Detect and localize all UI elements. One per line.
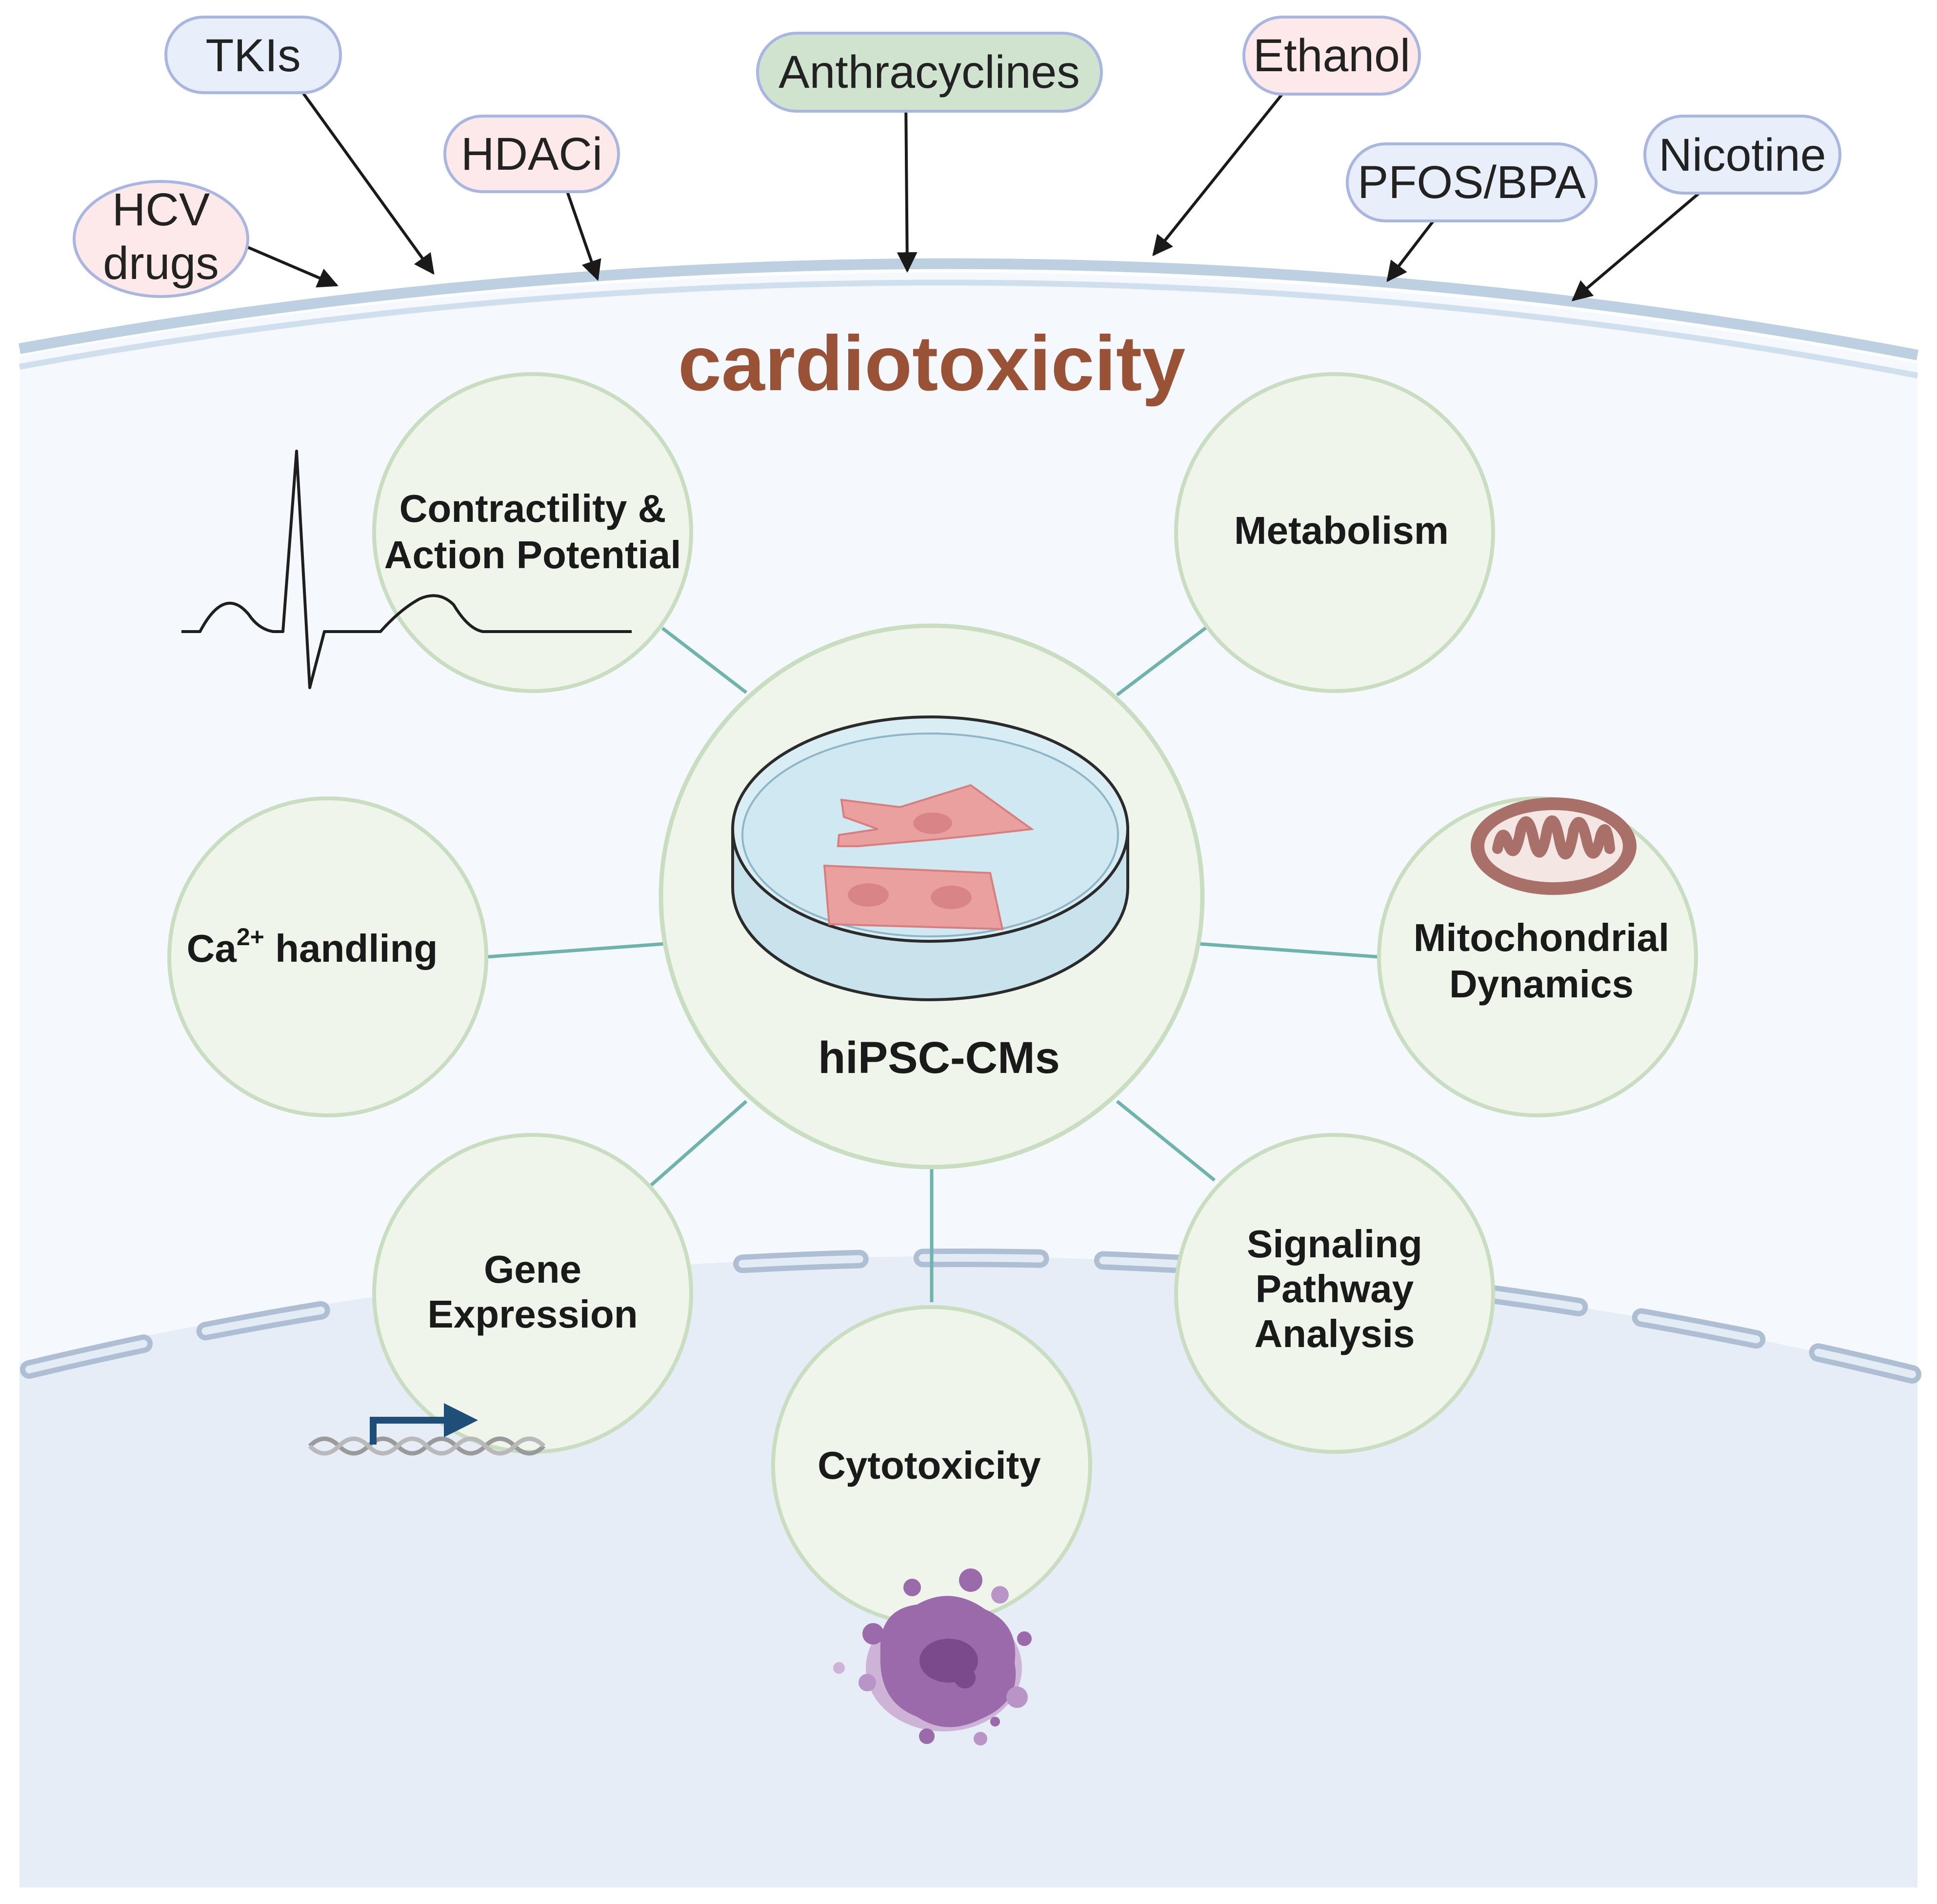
- agent-ethanol-label: Ethanol: [1253, 30, 1410, 81]
- agent-ethanol-pill: [1242, 16, 1421, 96]
- agent-hcv-bubble: [73, 180, 249, 298]
- connector-gene-expression: [650, 1100, 748, 1187]
- diagram-title: cardiotoxicity: [678, 319, 1185, 407]
- node-contractility-line1: Contractility &: [399, 487, 666, 530]
- arrow-hcv: [233, 240, 339, 288]
- hub-label: hiPSC-CMs: [818, 1033, 1060, 1083]
- arrow-anthracyclines: [897, 97, 918, 273]
- agent-anthracyclines-pill: [756, 32, 1103, 113]
- agent-tkis-label: TKIs: [205, 30, 300, 81]
- connector-calcium: [486, 942, 666, 959]
- agent-hcv: HCV drugs: [73, 180, 249, 298]
- calcium-charge-superscript: 2+: [237, 923, 264, 951]
- agent-anthracyclines-label: Anthracyclines: [779, 46, 1080, 98]
- ecg-trace-icon: [181, 450, 632, 689]
- petri-dish-cardiomyocytes-icon: [731, 715, 1129, 1001]
- node-calcium-circle: [167, 796, 488, 1117]
- node-gene-expression-line1: Gene: [484, 1248, 581, 1291]
- agent-pfos-bpa: PFOS/BPA: [1346, 142, 1598, 222]
- cell-membrane-inner: [19, 279, 1918, 378]
- node-contractility: Contractility & Action Potential: [181, 372, 693, 693]
- hub-hipsc-cms: hiPSC-CMs: [659, 623, 1205, 1170]
- node-signaling-line2: Pathway: [1256, 1267, 1414, 1310]
- connector-mitochondrial: [1197, 942, 1379, 959]
- node-signaling-line1: Signaling: [1247, 1222, 1422, 1266]
- agent-tkis-pill: [164, 16, 342, 94]
- node-gene-expression: Gene Expression: [308, 1133, 693, 1456]
- mitochondrion-icon: [1471, 797, 1637, 895]
- arrow-tkis: [294, 81, 435, 275]
- node-metabolism-circle: [1174, 372, 1495, 693]
- node-cytotoxicity-label: Cytotoxicity: [818, 1444, 1041, 1487]
- node-gene-expression-line2: Expression: [427, 1292, 638, 1336]
- agent-nicotine-label: Nicotine: [1658, 129, 1826, 181]
- agent-pfos-bpa-label: PFOS/BPA: [1358, 157, 1586, 208]
- node-contractility-line2: Action Potential: [384, 533, 681, 576]
- connector-signaling: [1116, 1100, 1216, 1182]
- agent-hcv-label-line1: HCV: [112, 184, 210, 236]
- node-cytotoxicity: Cytotoxicity: [771, 1305, 1092, 1745]
- agent-arrows: [233, 81, 1718, 301]
- node-metabolism-label: Metabolism: [1234, 509, 1449, 552]
- node-signaling-line3: Analysis: [1254, 1312, 1415, 1355]
- node-metabolism: Metabolism: [1174, 372, 1495, 693]
- agent-ethanol: Ethanol: [1242, 16, 1421, 96]
- agent-pfos-bpa-pill: [1346, 142, 1598, 222]
- arrow-hdaci: [562, 180, 601, 281]
- cell-membrane-outer: [19, 258, 1919, 360]
- connector-metabolism: [1116, 625, 1209, 696]
- agent-hcv-label-line2: drugs: [103, 238, 219, 289]
- node-signaling-circle: [1174, 1133, 1495, 1454]
- node-mitochondrial: Mitochondrial Dynamics: [1377, 796, 1698, 1117]
- arrow-ethanol: [1152, 89, 1287, 257]
- nuclear-envelope-inner: [25, 1253, 1916, 1378]
- connectors: [486, 625, 1379, 1302]
- connector-contractility: [661, 627, 748, 694]
- node-mitochondrial-line1: Mitochondrial: [1414, 916, 1669, 959]
- agent-hdaci-pill: [443, 115, 620, 193]
- agent-anthracyclines: Anthracyclines: [756, 32, 1103, 113]
- agent-hdaci: HDACi: [443, 115, 620, 193]
- node-calcium-label: Ca2+ handling: [187, 923, 438, 970]
- calcium-label-rest: handling: [264, 927, 438, 970]
- node-contractility-circle: [372, 372, 693, 693]
- node-mitochondrial-line2: Dynamics: [1449, 962, 1634, 1006]
- calcium-symbol: Ca: [187, 927, 237, 970]
- agent-hdaci-label: HDACi: [461, 128, 602, 180]
- arrow-nicotine: [1571, 177, 1718, 301]
- node-signaling: Signaling Pathway Analysis: [1174, 1133, 1495, 1454]
- node-calcium: Ca2+ handling: [167, 796, 488, 1117]
- agent-nicotine-pill: [1643, 115, 1841, 195]
- agent-nicotine: Nicotine: [1643, 115, 1841, 195]
- dna-transcription-icon: [308, 1403, 546, 1456]
- agent-tkis: TKIs: [164, 16, 342, 94]
- dead-cell-icon: [833, 1568, 1032, 1745]
